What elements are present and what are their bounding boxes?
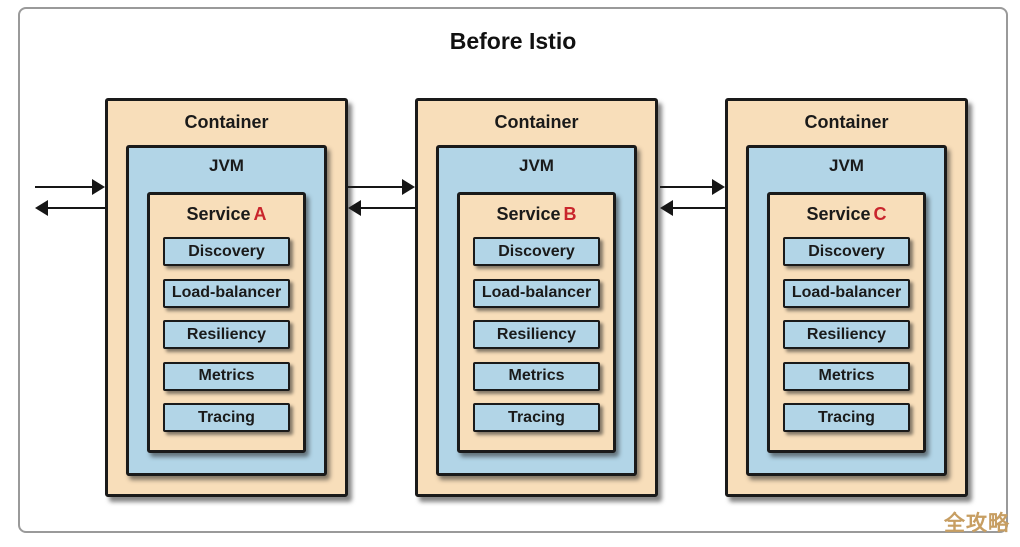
component-metrics: Metrics (783, 361, 910, 391)
jvm-c-label: JVM (829, 156, 864, 175)
component-discovery: Discovery (473, 237, 600, 266)
component-tracing: Tracing (473, 403, 600, 432)
jvm-a-label: JVM (209, 156, 244, 175)
arrow-left-out-of-container-a (35, 200, 105, 216)
component-discovery: Discovery (783, 237, 910, 266)
arrow-head-right-icon (402, 179, 415, 195)
component-discovery: Discovery (163, 237, 290, 266)
arrow-line (660, 185, 714, 188)
jvm-b-label: JVM (519, 156, 554, 175)
service-a-letter: A (253, 204, 267, 224)
arrow-line (359, 206, 415, 209)
component-tracing: Tracing (783, 403, 910, 432)
service-c-letter: C (873, 204, 887, 224)
arrow-line (46, 206, 105, 209)
arrow-line (348, 185, 404, 188)
diagram-title: Before Istio (449, 28, 577, 54)
service-a-name: Service (186, 204, 251, 224)
component-resiliency: Resiliency (163, 320, 290, 349)
component-resiliency: Resiliency (783, 320, 910, 349)
component-list-b: Discovery Load-balancer Resiliency Metri… (473, 237, 600, 432)
container-b-label: Container (494, 112, 579, 132)
arrow-head-right-icon (92, 179, 105, 195)
component-load-balancer: Load-balancer (163, 278, 290, 308)
arrow-right-b-to-c (660, 179, 725, 195)
arrow-right-into-container-a (35, 179, 105, 195)
arrow-head-left-icon (660, 200, 673, 216)
component-list-c: Discovery Load-balancer Resiliency Metri… (783, 237, 910, 432)
service-b-name: Service (496, 204, 561, 224)
arrow-line (671, 206, 725, 209)
component-load-balancer: Load-balancer (783, 278, 910, 308)
service-c-name: Service (806, 204, 871, 224)
service-b-letter: B (563, 204, 577, 224)
component-resiliency: Resiliency (473, 320, 600, 349)
arrow-right-a-to-b (348, 179, 415, 195)
component-list-a: Discovery Load-balancer Resiliency Metri… (163, 237, 290, 432)
component-load-balancer: Load-balancer (473, 278, 600, 308)
component-metrics: Metrics (473, 361, 600, 391)
component-metrics: Metrics (163, 361, 290, 391)
arrow-left-c-to-b (660, 200, 725, 216)
arrow-left-b-to-a (348, 200, 415, 216)
container-a-label: Container (184, 112, 269, 132)
arrow-line (35, 185, 94, 188)
arrow-head-left-icon (348, 200, 361, 216)
arrow-head-left-icon (35, 200, 48, 216)
component-tracing: Tracing (163, 403, 290, 432)
container-c-label: Container (804, 112, 889, 132)
arrow-head-right-icon (712, 179, 725, 195)
watermark-text: 全攻略 (944, 511, 1010, 535)
